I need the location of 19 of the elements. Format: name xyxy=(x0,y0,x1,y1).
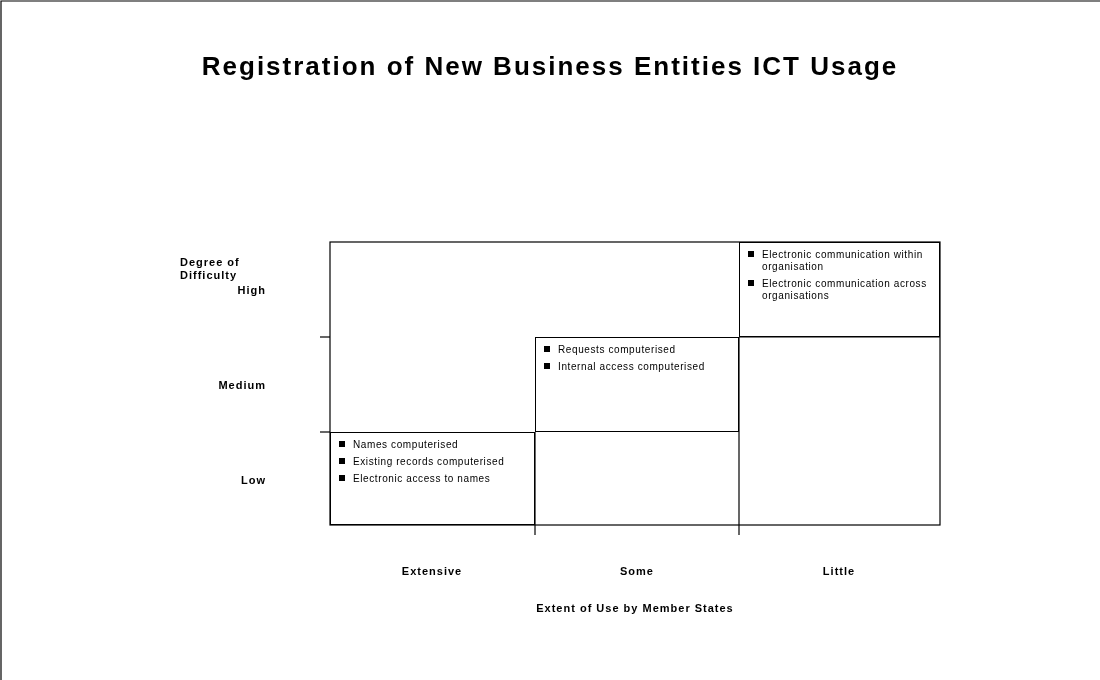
quadrant-cell xyxy=(535,337,739,432)
axis-title: Degree of Difficulty xyxy=(180,256,241,282)
axis-label: Little xyxy=(822,565,856,577)
chart-title: Registration of New Business Entities ICT Usage xyxy=(200,50,900,82)
list-item-text: Existing records computerised xyxy=(353,456,505,467)
quadrant-cell xyxy=(330,432,535,525)
list-item-text: Electronic access to names xyxy=(353,473,491,484)
axis-label: Low xyxy=(241,474,266,486)
quadrant-cell xyxy=(739,242,940,337)
list-item-text: Requests computerised xyxy=(558,344,676,355)
axis-label: Extensive xyxy=(401,565,463,577)
list-item-text: Internal access computerised xyxy=(558,361,705,372)
list-item-text: Electronic communication within organisation xyxy=(762,249,923,272)
list-item-text: Electronic communication across organisations xyxy=(762,278,927,301)
list-item-text: Names computerised xyxy=(353,439,459,450)
axis-title: Extent of Use by Member States xyxy=(536,602,734,614)
axis-label: Some xyxy=(620,565,654,577)
axis-label: Medium xyxy=(218,379,266,391)
axis-label: High xyxy=(237,284,266,296)
